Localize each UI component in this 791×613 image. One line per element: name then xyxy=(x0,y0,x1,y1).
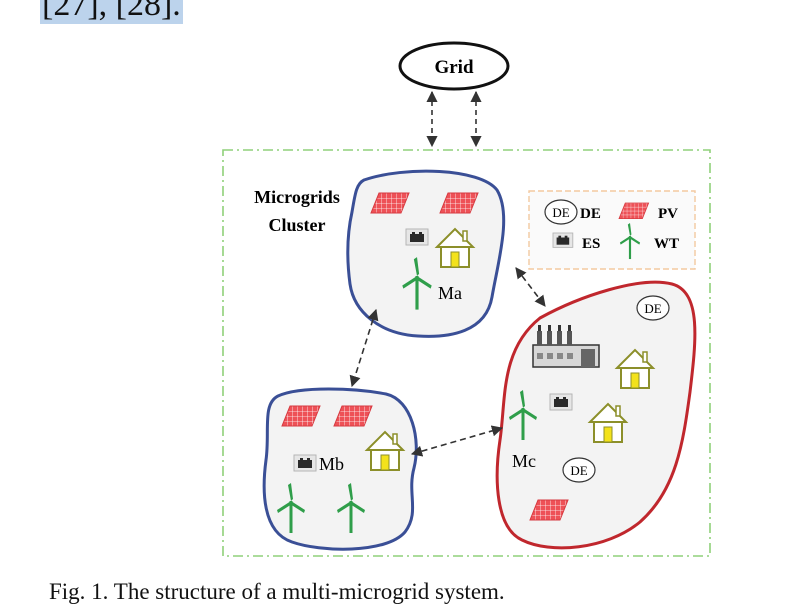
grid-connection-arrows xyxy=(426,90,482,148)
grid-node xyxy=(398,41,510,91)
cluster-label-line2: Cluster xyxy=(269,215,326,235)
battery-icon xyxy=(293,454,317,472)
diesel-engine-icon-text: DE xyxy=(570,463,587,478)
microgrid-ma-boundary xyxy=(346,169,506,338)
de-legend-icon xyxy=(544,199,578,225)
diesel-engine-icon xyxy=(562,457,596,483)
de-legend-icon-text: DE xyxy=(552,205,569,220)
grid-label: Grid xyxy=(434,57,473,78)
battery-icon xyxy=(549,393,573,411)
diesel-engine-icon xyxy=(636,295,670,321)
figure-caption: Fig. 1. The structure of a multi-microgr… xyxy=(49,579,505,604)
microgrids-cluster-boundary xyxy=(222,149,711,557)
diesel-engine-icon-text: DE xyxy=(644,301,661,316)
previous-text-tail: [27], [28]. xyxy=(40,0,183,24)
legend-de-label: DE xyxy=(580,206,601,222)
microgrid-mb-label: Mb xyxy=(319,454,344,474)
battery-icon xyxy=(405,228,429,246)
microgrid-ma-label: Ma xyxy=(438,283,462,303)
microgrid-mc-label: Mc xyxy=(512,451,536,471)
cluster-label-line1: Microgrids xyxy=(254,187,340,207)
legend-es-label: ES xyxy=(582,236,600,252)
legend-pv-label: PV xyxy=(658,206,678,222)
legend: DE DE PV ES WT xyxy=(528,190,696,270)
multi-microgrid-figure: Grid Microgrids Cluster DE DE PV ES WT M… xyxy=(222,41,711,557)
battery-legend-icon xyxy=(552,232,574,248)
microgrid-interconnection-arrows xyxy=(349,267,546,457)
legend-wt-label: WT xyxy=(654,236,679,252)
